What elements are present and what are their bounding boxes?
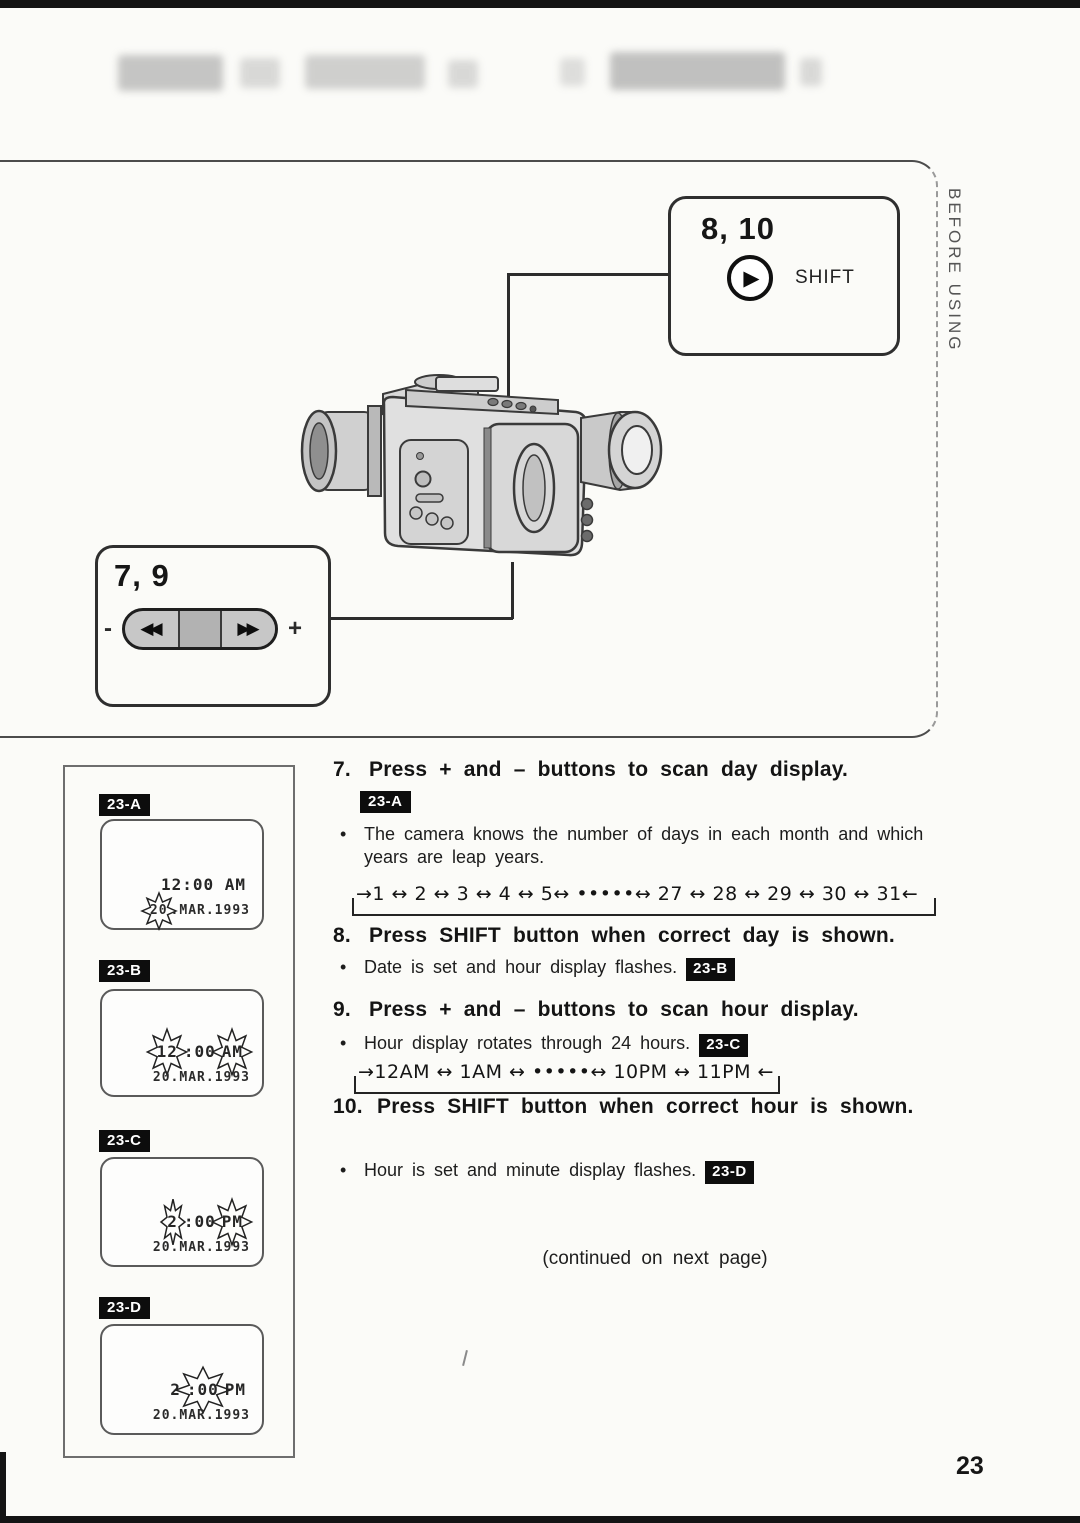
flash-burst: 2 (164, 1212, 181, 1231)
step-10-title: 10. Press SHIFT button when correct hour… (333, 1094, 951, 1120)
hour-sequence-loop-bracket (354, 1076, 780, 1094)
lcd-column: 23-A 12:00 AM 20 .MAR.1993 23-B 12 :00 (63, 765, 295, 1458)
step-7-title: 7. Press + and – buttons to scan day dis… (333, 757, 973, 783)
step-10-badge: 23-D (705, 1161, 754, 1184)
lcd-time: 12 :00 AM (154, 1042, 246, 1061)
diagram-panel (0, 160, 938, 738)
flash-burst: AM (219, 1042, 246, 1061)
lcd-display-23d: 2 :00 PM 20.MAR.1993 (100, 1324, 264, 1435)
rewind-icon: ◀◀ (125, 611, 180, 647)
camcorder-illustration (300, 374, 663, 557)
figure-badge-23b: 23-B (99, 960, 150, 982)
bullet-icon: • (340, 957, 347, 977)
lcd-time: 2 :00 PM (164, 1212, 246, 1231)
page-number: 23 (956, 1452, 984, 1480)
lcd-date: 20.MAR.1993 (152, 1070, 250, 1085)
step-8-bullet: • Date is set and hour display flashes.2… (340, 956, 980, 981)
figure-badge-23d: 23-D (99, 1297, 150, 1319)
left-edge-strip (0, 1452, 6, 1523)
connector-line-shift (507, 273, 668, 276)
connector-line-scan (511, 562, 514, 619)
lcd-time: 12:00 AM (160, 875, 246, 894)
side-tab-label: BEFORE USING (945, 188, 964, 353)
step-number: 9. (333, 998, 351, 1021)
fast-forward-icon: ▶▶ (220, 611, 275, 647)
step-9-bullet: • Hour display rotates through 24 hours.… (340, 1032, 980, 1057)
callout-scan-label: 7, 9 (114, 558, 170, 593)
callout-shift-label: 8, 10 (701, 211, 775, 246)
continued-note: (continued on next page) (542, 1248, 768, 1269)
flash-burst: :00 (184, 1380, 222, 1399)
rocker-mid-key (180, 611, 220, 647)
bottom-edge-strip (0, 1516, 1080, 1523)
plus-label: + (288, 615, 303, 642)
step-7-badge: 23-A (360, 791, 411, 813)
figure-badge-23c: 23-C (99, 1130, 150, 1152)
day-sequence-loop-bracket (352, 898, 936, 916)
shift-button-label: SHIFT (795, 267, 855, 288)
minus-label: - (104, 615, 112, 642)
scan-rocker-button: ◀◀ ▶▶ (122, 608, 278, 650)
step-7-bullet: • The camera knows the number of days in… (340, 823, 940, 870)
bullet-icon: • (340, 1033, 347, 1053)
connector-line-shift (507, 273, 510, 399)
flash-burst: PM (219, 1212, 246, 1231)
day-sequence: →1 ↔ 2 ↔ 3 ↔ 4 ↔ 5↔ •••••↔ 27 ↔ 28 ↔ 29 … (356, 883, 919, 905)
lcd-date: 20.MAR.1993 (152, 1240, 250, 1255)
step-10-bullet: • Hour is set and minute display flashes… (340, 1159, 980, 1184)
connector-line-scan (331, 617, 513, 620)
bullet-icon: • (340, 1160, 347, 1180)
shift-button: ▶ (727, 255, 773, 301)
lcd-date: 20 .MAR.1993 (147, 903, 250, 918)
lcd-display-23b: 12 :00 AM 20.MAR.1993 (100, 989, 264, 1097)
play-icon: ▶ (743, 266, 760, 290)
step-9-badge: 23-C (699, 1034, 748, 1057)
lcd-display-23c: 2 :00 PM 20.MAR.1993 (100, 1157, 264, 1267)
step-number: 8. (333, 924, 351, 947)
top-edge-strip (0, 0, 1080, 8)
step-8-title: 8. Press SHIFT button when correct day i… (333, 923, 978, 949)
callout-shift: 8, 10 ▶ SHIFT (668, 196, 900, 356)
lcd-display-23a: 12:00 AM 20 .MAR.1993 (100, 819, 264, 930)
callout-scan: 7, 9 - ◀◀ ▶▶ + (95, 545, 331, 707)
flash-burst: 20 (147, 903, 171, 918)
flash-burst: 12 (154, 1042, 181, 1061)
step-9-title: 9. Press + and – buttons to scan hour di… (333, 997, 978, 1023)
step-number: 7. (333, 758, 351, 781)
lcd-time: 2 :00 PM (170, 1380, 246, 1399)
lcd-date: 20.MAR.1993 (152, 1408, 250, 1423)
step-number: 10. (333, 1095, 363, 1118)
hour-sequence: →12AM ↔ 1AM ↔ •••••↔ 10PM ↔ 11PM ← (358, 1061, 774, 1083)
step-8-badge: 23-B (686, 958, 735, 981)
bullet-icon: • (340, 824, 347, 844)
figure-badge-23a: 23-A (99, 794, 150, 816)
scan-artifact (462, 1349, 468, 1367)
